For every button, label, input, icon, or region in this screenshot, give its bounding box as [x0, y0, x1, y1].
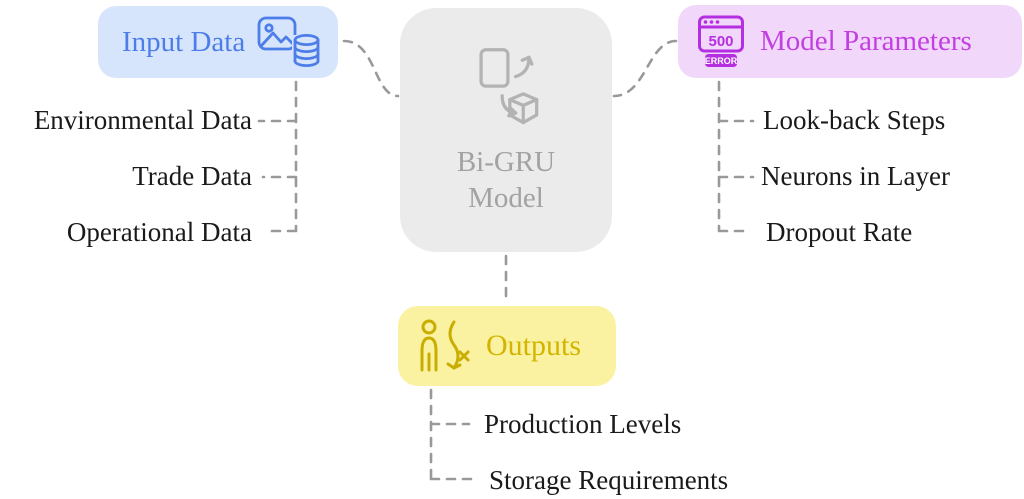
output-item-production-levels: Production Levels	[484, 409, 682, 439]
connector-outputs-branch	[429, 388, 479, 481]
output-item-storage-requirements: Storage Requirements	[489, 465, 729, 495]
input-item-operational-data: Operational Data	[66, 217, 252, 247]
bi-gru-model-label: Bi-GRU Model	[457, 144, 555, 217]
person-output-icon	[420, 319, 470, 372]
input-data-node: Input Data	[98, 6, 338, 78]
model-parameters-node: 500 ERROR Model Parameters	[678, 5, 1022, 78]
outputs-label: Outputs	[486, 329, 582, 362]
document-transform-icon	[479, 47, 539, 124]
param-item-neurons-in-layer: Neurons in Layer	[761, 161, 950, 191]
connector-input-branch	[257, 80, 298, 233]
bi-gru-model-line1: Bi-GRU	[456, 145, 556, 178]
input-item-environmental-data: Environmental Data	[33, 105, 252, 135]
error-500-code: 500	[708, 33, 733, 50]
outputs-node: Outputs	[398, 306, 616, 386]
connector-params-to-model	[612, 39, 678, 98]
input-data-label: Input Data	[122, 25, 246, 58]
error-500-text: ERROR	[705, 56, 738, 66]
connector-params-branch	[717, 80, 755, 233]
model-parameters-label: Model Parameters	[760, 25, 972, 57]
bi-gru-model-line2: Model	[468, 182, 544, 214]
image-database-icon	[257, 16, 322, 67]
input-item-trade-data: Trade Data	[132, 161, 252, 191]
error-500-icon: 500 ERROR	[698, 15, 744, 67]
param-item-dropout-rate: Dropout Rate	[766, 217, 913, 247]
connector-input-to-model	[342, 39, 400, 98]
param-item-look-back-steps: Look-back Steps	[763, 105, 946, 135]
bi-gru-model-node: Bi-GRU Model	[400, 8, 612, 252]
